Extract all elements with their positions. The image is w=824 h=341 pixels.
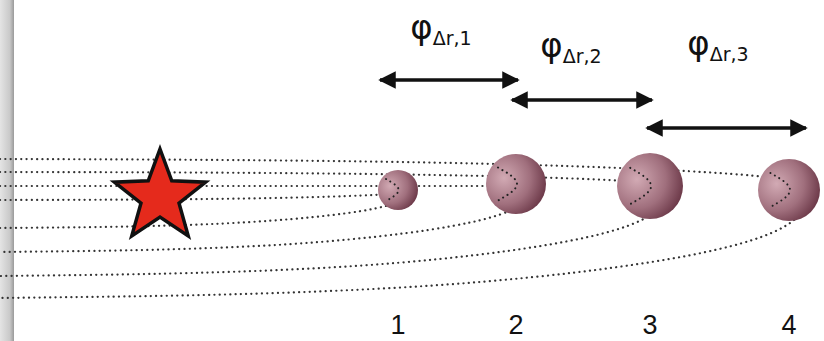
planet-circle xyxy=(378,170,418,210)
field-line-tip xyxy=(630,168,651,204)
field-line xyxy=(0,159,806,298)
separation-arrow xyxy=(647,126,806,130)
planet-shape xyxy=(378,170,418,210)
planet: 2 xyxy=(486,154,546,340)
star-symbol xyxy=(114,149,205,236)
planet: 1 xyxy=(378,170,418,340)
planet-number: 3 xyxy=(642,312,657,339)
planet: 4 xyxy=(758,159,820,340)
separation-label: φΔr,1 xyxy=(410,10,471,44)
separation-label: φΔr,2 xyxy=(540,28,601,62)
planet-circle xyxy=(617,153,683,219)
field-line-tip xyxy=(386,179,399,201)
planet-number: 2 xyxy=(508,312,523,339)
field-lines xyxy=(0,159,806,298)
field-line xyxy=(0,172,664,276)
field-line-tip xyxy=(770,173,790,207)
field-line xyxy=(0,193,408,228)
planet-number: 4 xyxy=(781,312,796,339)
field-line-tip xyxy=(498,168,517,201)
separation-arrows xyxy=(380,80,806,128)
edge-bar xyxy=(0,0,14,341)
separation-arrow xyxy=(512,98,652,102)
planet: 3 xyxy=(617,153,683,340)
separation-label: φΔr,3 xyxy=(687,26,748,60)
field-line xyxy=(0,186,530,252)
planet-circle xyxy=(758,159,820,221)
separation-arrow xyxy=(380,78,518,82)
planet-shape xyxy=(486,154,546,214)
planet-number: 1 xyxy=(390,312,405,339)
planet-circle xyxy=(486,154,546,214)
planet-shape xyxy=(617,153,683,219)
planet-shape xyxy=(758,159,820,221)
